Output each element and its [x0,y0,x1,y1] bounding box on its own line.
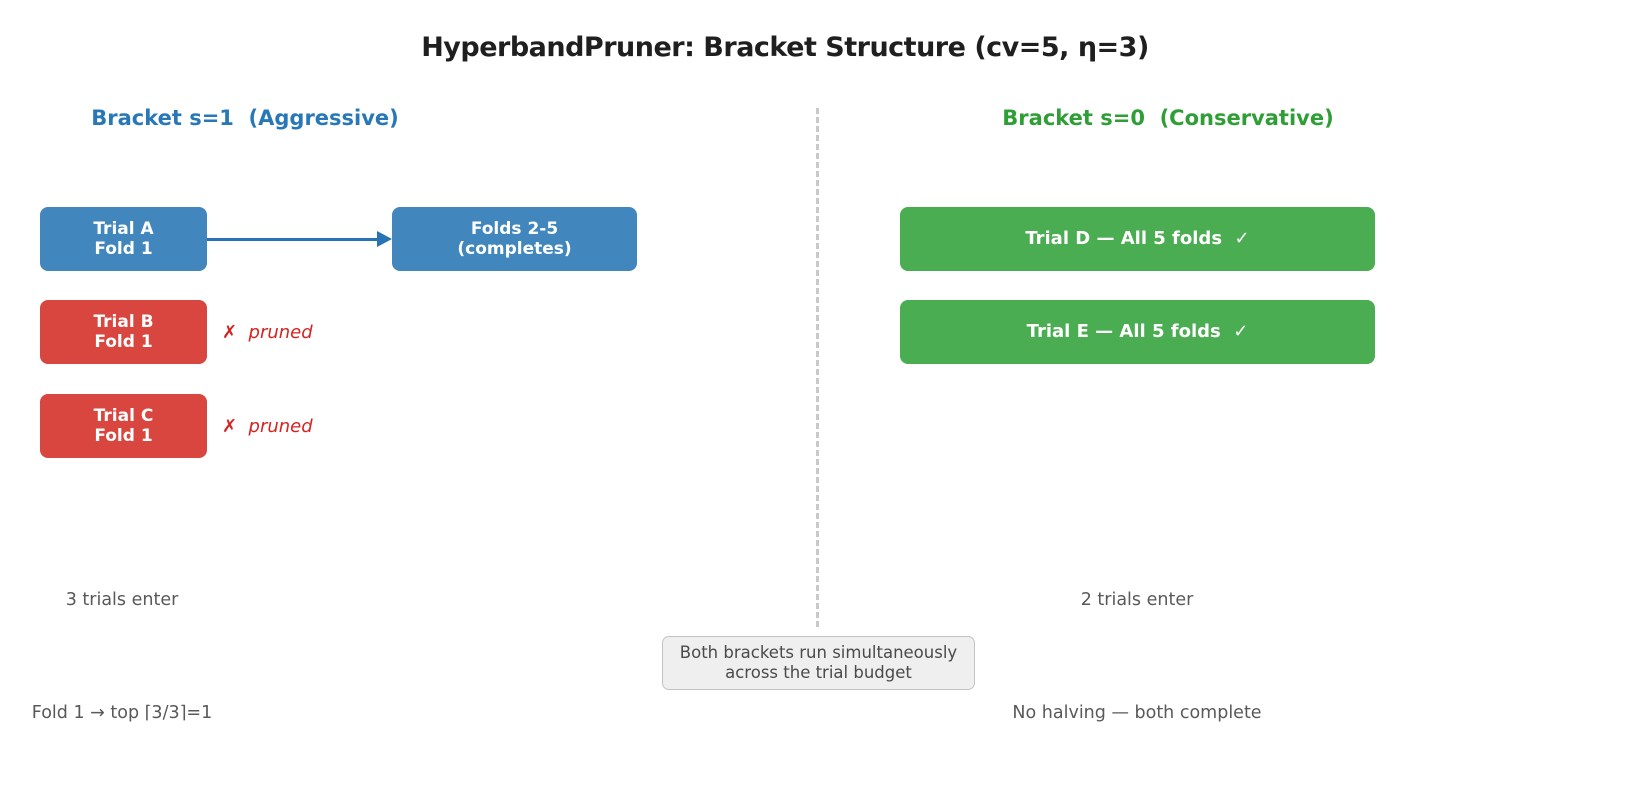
folds-line1: Folds 2-5 [470,218,559,239]
left-caption-line-2: Fold 1 → top ⌈3/3⌉=1 [31,702,213,723]
note-line-2: across the trial budget [725,663,912,682]
bracket-s1-header: Bracket s=1 (Aggressive) [91,106,399,130]
left-caption-line-1: 3 trials enter [65,590,179,610]
trial-a-line2: Fold 1 [94,239,153,259]
folds-2-5-node: Folds 2-5 (completes) [392,207,637,271]
right-bracket-caption: 2 trials enter No halving — both complet… [967,507,1307,810]
right-caption-line-2: No halving — both complete [1012,702,1262,723]
page-title: HyperbandPruner: Bracket Structure (cv=5… [421,32,1149,63]
bracket-s0-header: Bracket s=0 (Conservative) [1002,106,1334,130]
trial-b-line2: Fold 1 [94,332,153,352]
arrow-line [207,238,379,241]
trial-b-line1: Trial B [93,311,154,332]
trial-c-line2: Fold 1 [94,426,153,446]
trial-a-line1: Trial A [93,218,154,239]
trial-e-node: Trial E — All 5 folds ✓ [900,300,1375,364]
note-line-1: Both brackets run simultaneously [679,642,958,662]
trial-c-node: Trial C Fold 1 [40,394,207,458]
trial-d-node: Trial D — All 5 folds ✓ [900,207,1375,271]
trial-d-label: Trial D — All 5 folds ✓ [1025,228,1250,250]
trial-c-pruned-label: ✗ pruned [222,415,313,437]
note-box: Both brackets run simultaneously across … [662,636,975,690]
trial-e-label: Trial E — All 5 folds ✓ [1026,321,1249,343]
center-dashed-divider [816,108,819,627]
trial-b-pruned-label: ✗ pruned [222,321,313,343]
trial-b-node: Trial B Fold 1 [40,300,207,364]
right-caption-line-1: 2 trials enter [1080,590,1194,610]
arrow-head-icon [377,231,392,247]
trial-a-node: Trial A Fold 1 [40,207,207,271]
left-bracket-caption: 3 trials enter Fold 1 → top ⌈3/3⌉=1 surv… [0,507,292,810]
folds-line2: (completes) [457,239,572,259]
trial-c-line1: Trial C [93,405,154,426]
